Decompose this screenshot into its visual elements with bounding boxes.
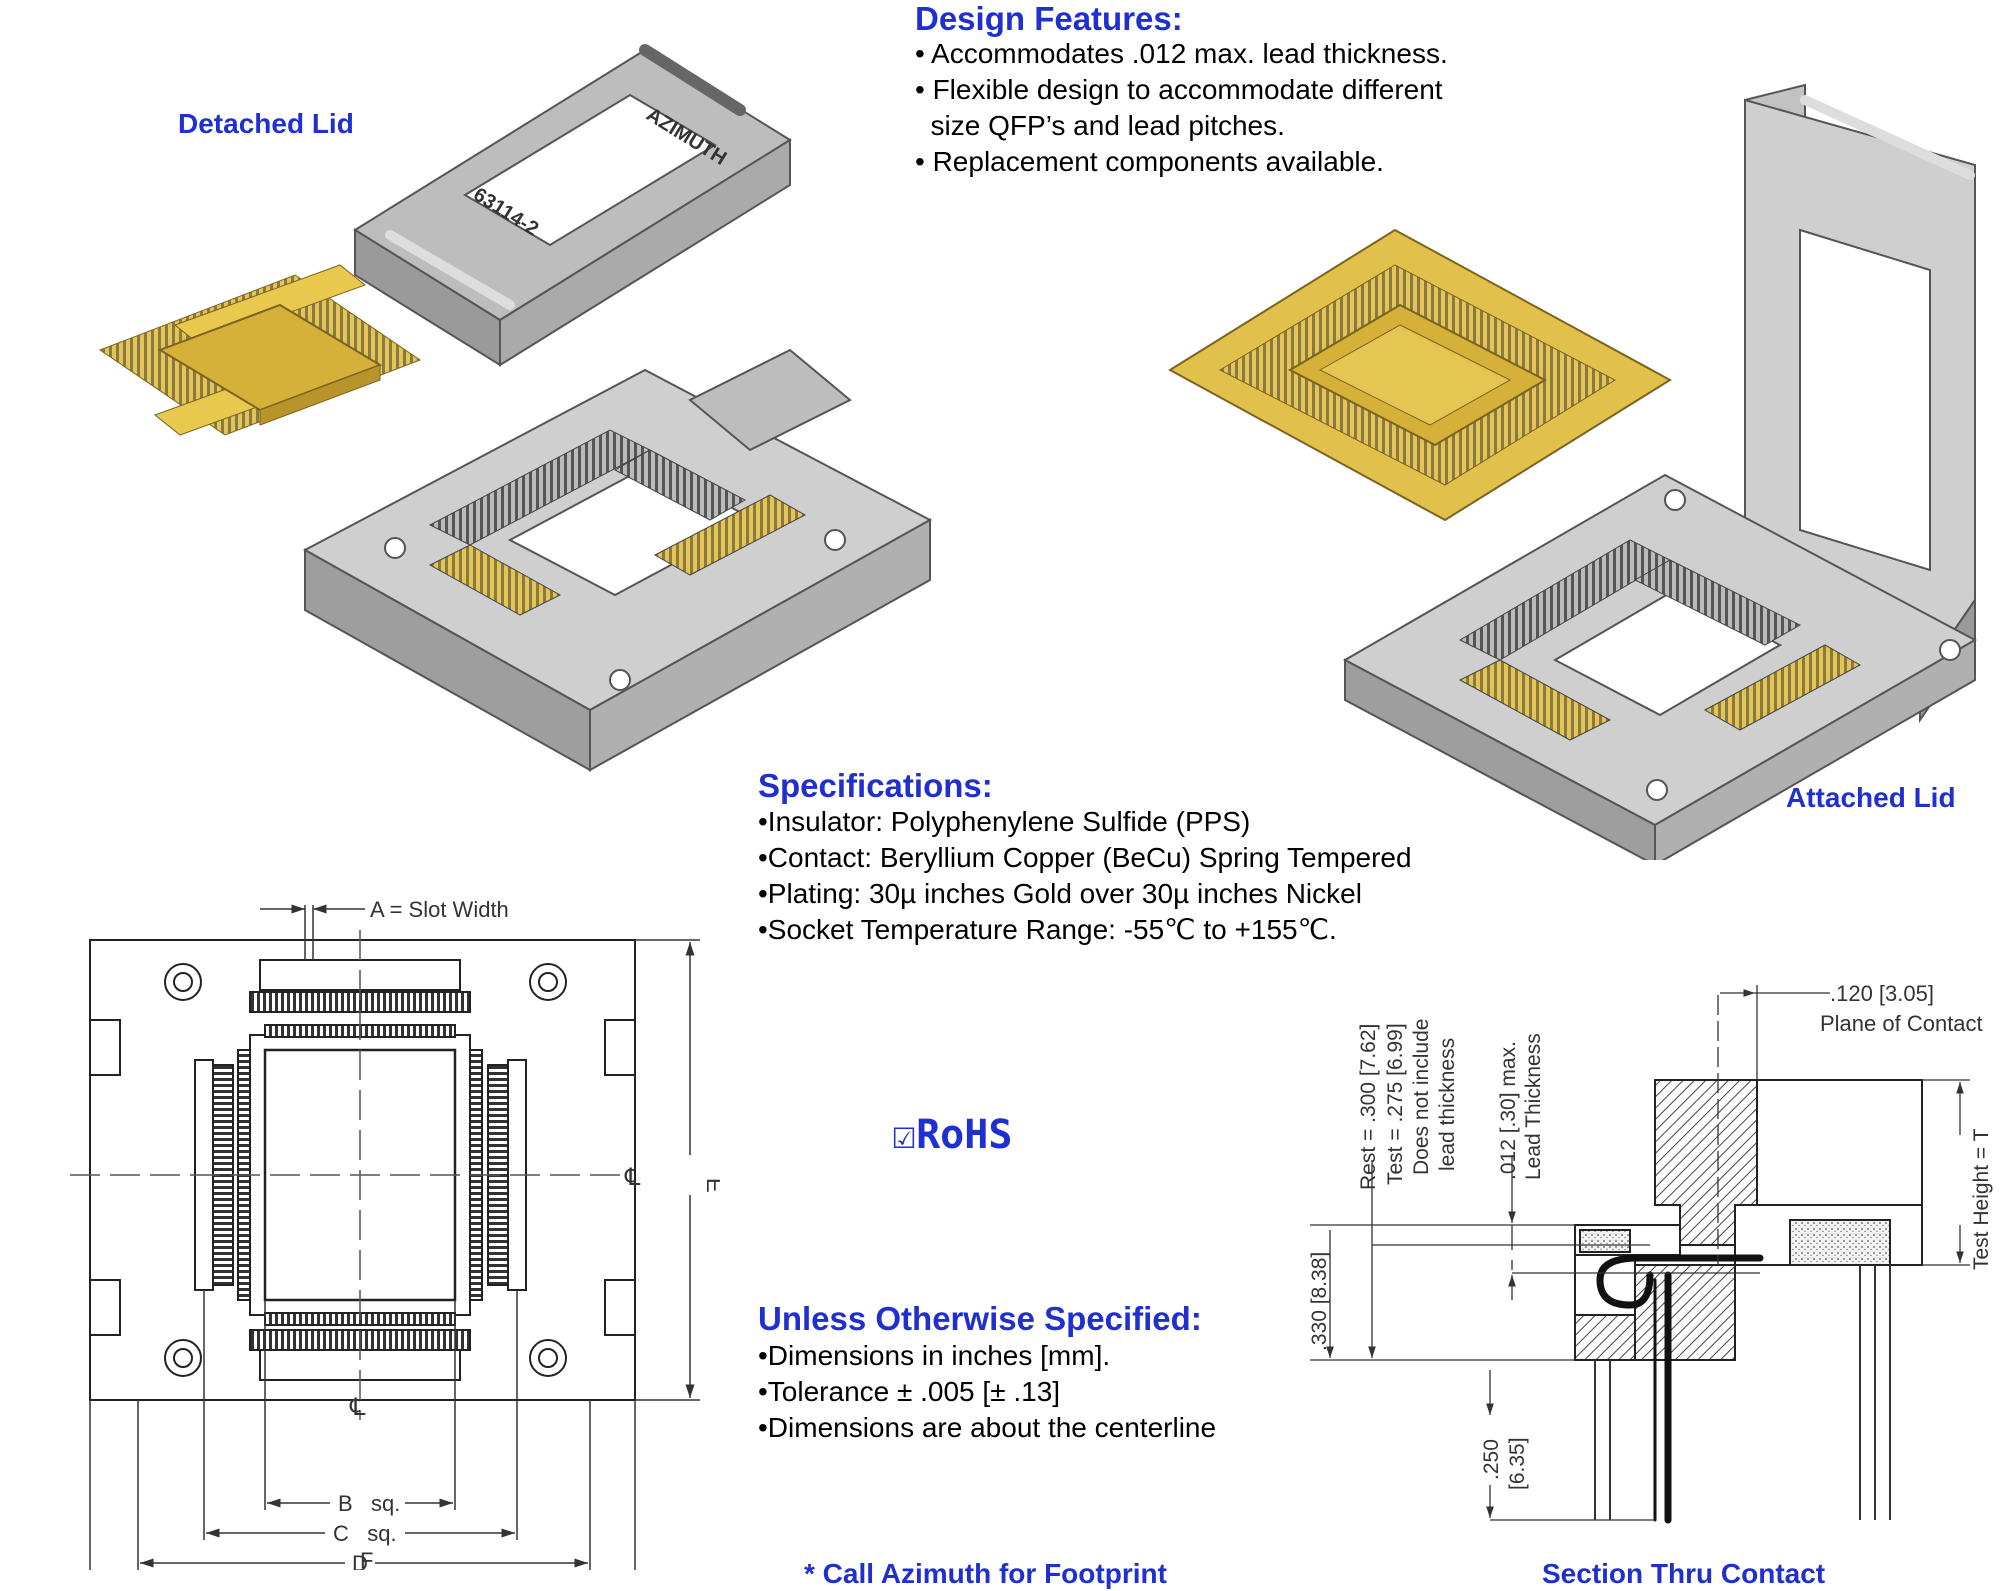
list-item: •Socket Temperature Range: -55℃ to +155℃…: [758, 914, 1337, 945]
dim-rest: Rest = .300 [7.62]: [1357, 1024, 1380, 1190]
centerline-mark-bottom: ℄: [349, 1394, 366, 1421]
list-item: •Insulator: Polyphenylene Sulfide (PPS): [758, 806, 1251, 837]
list-item: • Accommodates .012 max. lead thickness.: [915, 38, 1448, 69]
design-features-list: • Accommodates .012 max. lead thickness.…: [915, 36, 1448, 180]
socket-outline: [89, 939, 636, 1401]
dim-e-label: E: [702, 1178, 720, 1193]
dim-note1: Does not include: [1410, 1019, 1433, 1175]
qfp-chip: [98, 264, 422, 436]
footprint-note: * Call Azimuth for Footprint: [804, 1558, 1167, 1589]
dim-f-label: F: [360, 1548, 374, 1573]
design-features-heading: Design Features:: [915, 0, 1183, 37]
dim-plane-label: Plane of Contact: [1820, 1011, 1983, 1036]
dim-test: Test = .275 [6.99]: [1384, 1023, 1407, 1185]
attached-lid-illustration: [1168, 83, 1978, 860]
dim-250: .250: [1480, 1439, 1503, 1480]
list-item: • Replacement components available.: [915, 146, 1384, 177]
dim-plane-value: .120 [3.05]: [1830, 981, 1934, 1006]
section-drawing: .120 [3.05] Plane of Contact Rest = .300…: [1308, 981, 1993, 1524]
dim-note2: lead thickness: [1436, 1038, 1459, 1171]
socket-base: [302, 348, 933, 772]
unless-specified-heading: Unless Otherwise Specified:: [758, 1300, 1202, 1337]
detached-lid-illustration: AZIMUTH 63114-2: [98, 44, 933, 772]
section-caption: Section Thru Contact: [1542, 1558, 1826, 1589]
socket-base-attached: [1342, 473, 1978, 860]
list-item: •Plating: 30µ inches Gold over 30µ inche…: [758, 878, 1362, 909]
rohs-logo: ☑RoHS: [892, 1112, 1013, 1158]
unless-specified-list: •Dimensions in inches [mm]. •Tolerance ±…: [758, 1338, 1216, 1446]
top-view-drawing: A = Slot Width E ℄ ℄ B sq. C sq. D: [70, 897, 720, 1570]
dim-a-label: A = Slot Width: [370, 897, 509, 922]
dim-lead1: .012 [.30] max.: [1497, 1041, 1520, 1180]
list-item: •Tolerance ± .005 [± .13]: [758, 1376, 1061, 1407]
lid-frame: AZIMUTH 63114-2: [353, 44, 792, 367]
dim-test-height: Test Height = T: [1970, 1128, 1993, 1270]
specifications-list: •Insulator: Polyphenylene Sulfide (PPS) …: [758, 804, 1412, 948]
list-item: •Dimensions in inches [mm].: [758, 1340, 1111, 1371]
detached-lid-label: Detached Lid: [178, 108, 354, 139]
list-item: • Flexible design to accommodate differe…: [915, 74, 1443, 105]
dim-b-label: B sq.: [338, 1491, 400, 1516]
dim-lead2: Lead Thickness: [1522, 1033, 1545, 1180]
list-item: size QFP’s and lead pitches.: [915, 110, 1285, 141]
list-item: •Dimensions are about the centerline: [758, 1412, 1217, 1443]
dim-330: .330 [8.38]: [1308, 1252, 1331, 1351]
attached-lid-label: Attached Lid: [1786, 782, 1956, 813]
dim-d-label: D: [352, 1551, 368, 1570]
specifications-heading: Specifications:: [758, 767, 993, 804]
dim-c-label: C sq.: [333, 1521, 397, 1546]
upright-lid: [1744, 83, 1976, 724]
list-item: •Contact: Beryllium Copper (BeCu) Spring…: [758, 842, 1412, 873]
dim-635: [6.35]: [1506, 1437, 1529, 1490]
chip-carrier: [1168, 228, 1672, 522]
centerline-mark-right: ℄: [624, 1164, 641, 1191]
